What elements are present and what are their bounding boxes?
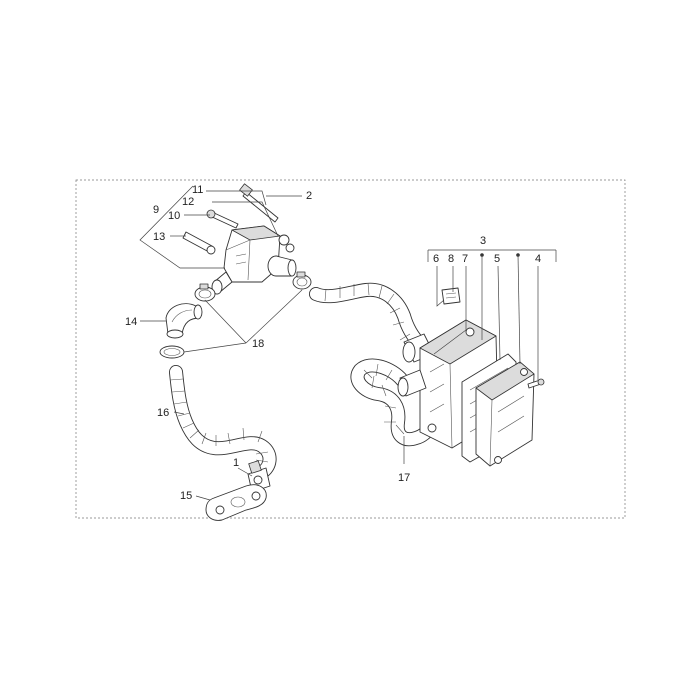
callout-18: 18 — [252, 338, 264, 350]
screw-10 — [206, 209, 239, 229]
hose-17-upper — [309, 282, 427, 351]
valve-body — [211, 225, 297, 295]
clamp-18-right — [292, 271, 312, 290]
reed-cover — [475, 361, 535, 467]
callout-15: 15 — [180, 490, 192, 502]
callout-4: 4 — [535, 253, 541, 265]
callout-3: 3 — [480, 235, 486, 247]
callout-10: 10 — [168, 210, 180, 222]
callout-13: 13 — [153, 231, 165, 243]
callout-11: 11 — [192, 184, 203, 196]
callout-14: 14 — [125, 316, 137, 328]
callout-5: 5 — [494, 253, 500, 265]
bolt-2 — [239, 183, 279, 223]
callout-12: 12 — [182, 196, 194, 208]
callout-8: 8 — [448, 253, 454, 265]
leader-lines — [139, 185, 557, 501]
callout-1: 1 — [233, 457, 239, 469]
diagram-frame — [75, 179, 626, 519]
hose-17-lower — [350, 358, 439, 447]
unit-lower-spigot — [397, 369, 427, 397]
callout-7: 7 — [462, 253, 468, 265]
callout-9: 9 — [153, 204, 159, 216]
clamp-18-left — [194, 283, 216, 302]
clip-8 — [441, 287, 461, 305]
gasket-15 — [205, 484, 267, 521]
callout-labels: 1 2 3 4 5 6 7 8 9 10 11 12 13 14 15 16 1… — [125, 184, 541, 502]
callout-17: 17 — [398, 472, 410, 484]
pin-13 — [182, 231, 216, 255]
elbow-14 — [165, 303, 203, 339]
callout-16: 16 — [157, 407, 169, 419]
callout-6: 6 — [433, 253, 439, 265]
screw-4 — [527, 378, 545, 389]
clamp-18-lower — [159, 345, 185, 359]
hose-16 — [169, 365, 277, 479]
callout-2: 2 — [306, 190, 312, 202]
